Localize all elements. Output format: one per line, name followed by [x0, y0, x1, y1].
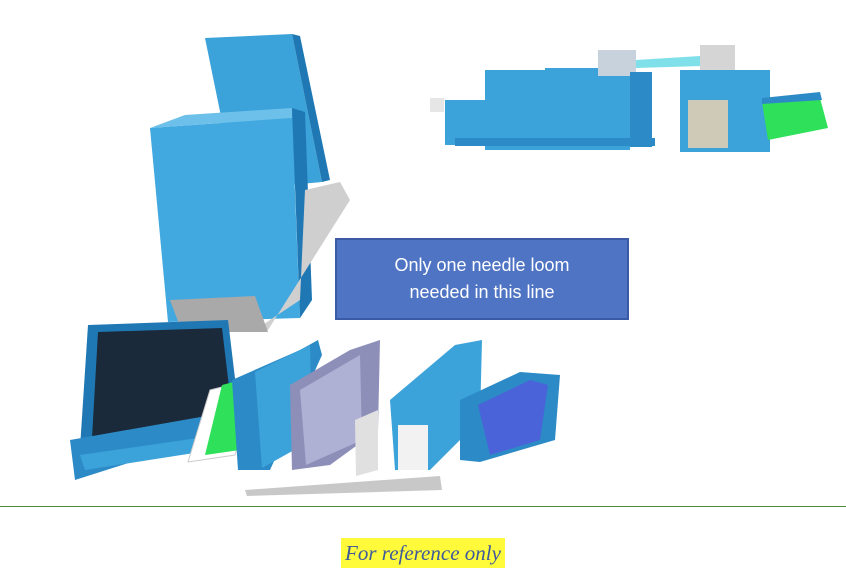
needle-loom-group	[232, 340, 560, 496]
upper-right-line	[430, 45, 828, 152]
reference-caption: For reference only	[341, 538, 505, 568]
caption-container: For reference only	[0, 538, 846, 568]
production-line-illustration	[70, 34, 828, 496]
callout-line-2: needed in this line	[409, 282, 555, 302]
large-feeder-machine	[150, 34, 350, 332]
callout-line-1: Only one needle loom	[394, 255, 570, 275]
divider-line	[0, 506, 846, 507]
needle-loom-callout: Only one needle loom needed in this line	[335, 238, 629, 320]
conveyor-table	[70, 320, 248, 480]
